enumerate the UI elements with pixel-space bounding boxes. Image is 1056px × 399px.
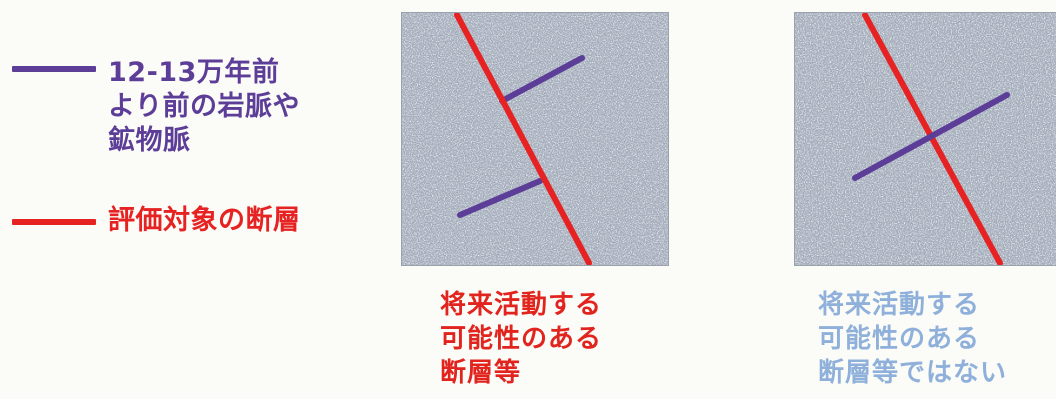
- panel-inactive-fault: [794, 12, 1056, 266]
- caption-inactive-fault: 将来活動する 可能性のある 断層等ではない: [818, 290, 1008, 388]
- legend-vein-label: 12-13万年前 より前の岩脈や 鉱物脈: [108, 57, 300, 156]
- vein-lower-segment: [457, 178, 543, 218]
- vein-upper-segment: [499, 55, 585, 104]
- caption-active-fault: 将来活動する 可能性のある 断層等: [440, 290, 603, 388]
- legend-fault-label: 評価対象の断層: [108, 205, 301, 236]
- panel-active-fault: [401, 12, 669, 266]
- rock-texture: [402, 13, 668, 265]
- legend-fault-line: [12, 219, 96, 225]
- legend-vein-line: [12, 66, 96, 72]
- fault-line: [454, 13, 592, 265]
- vein-line: [852, 92, 1010, 181]
